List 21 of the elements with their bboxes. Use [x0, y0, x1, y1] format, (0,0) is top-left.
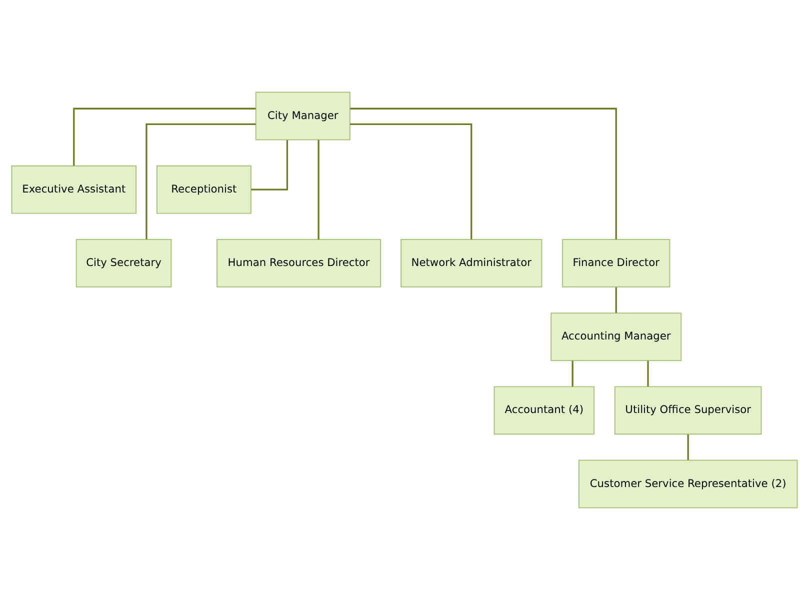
node-box: Accountant (4): [494, 386, 595, 435]
connector: [687, 434, 689, 460]
node-box: Finance Director: [562, 238, 670, 288]
node-box: Utility Office Supervisor: [614, 386, 762, 435]
connector: [73, 108, 256, 166]
connector: [350, 108, 617, 240]
node-box: Accounting Manager: [550, 312, 682, 361]
node-box: City Secretary: [76, 238, 172, 288]
node-box: Customer Service Representative (2): [578, 460, 798, 508]
connector: [146, 123, 256, 240]
connector: [350, 123, 472, 240]
node-box: Human Resources Director: [216, 238, 382, 288]
connector: [251, 140, 288, 190]
connector: [572, 360, 574, 386]
connector: [647, 360, 649, 386]
connector: [318, 140, 320, 240]
node-box: Executive Assistant: [11, 165, 137, 214]
node-box: Network Administrator: [400, 238, 542, 288]
node-box: Receptionist: [156, 165, 252, 214]
connector: [615, 287, 617, 313]
node-box: City Manager: [255, 92, 350, 140]
